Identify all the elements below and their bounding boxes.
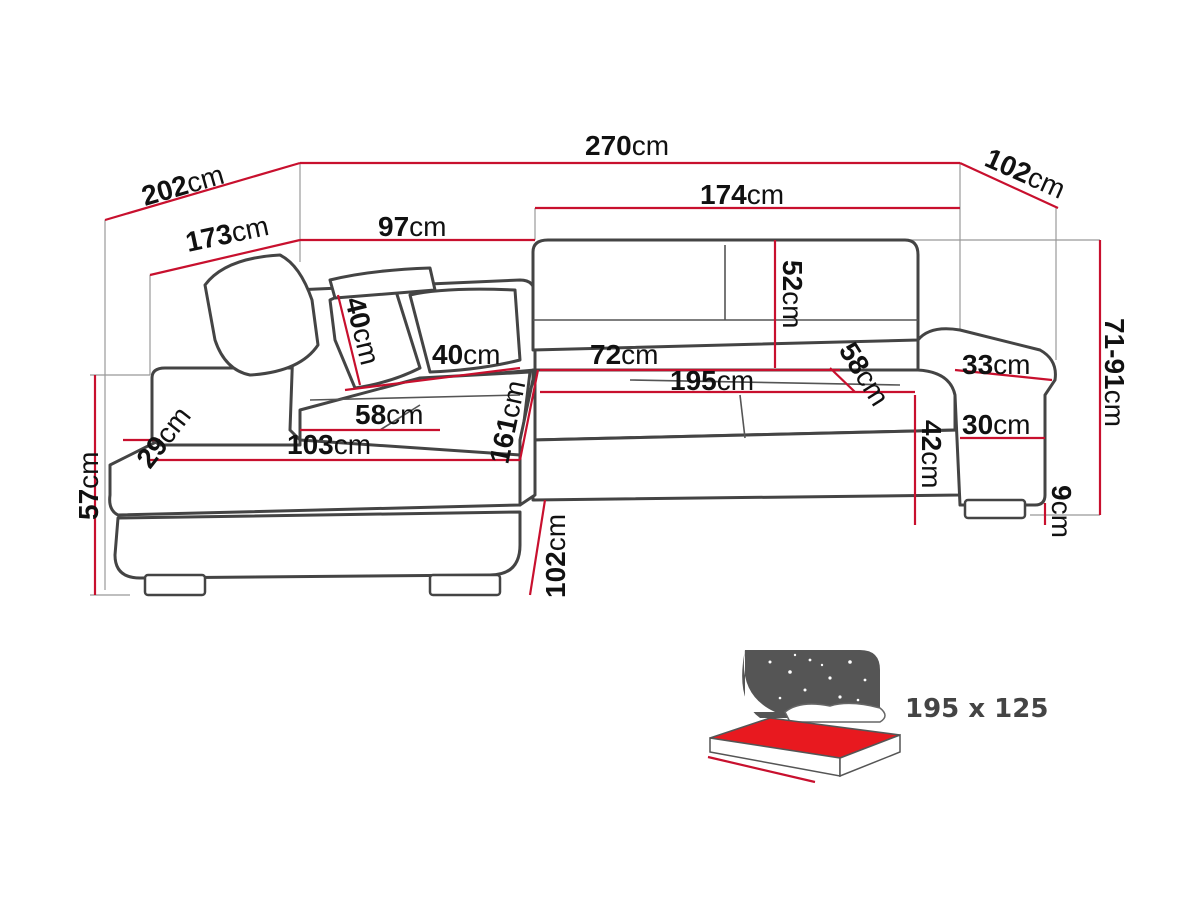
label-right-depth: 102cm [981,142,1070,205]
left-backrest [150,366,302,447]
bed-icon [707,650,901,784]
leg-middle [428,573,502,597]
headrest [203,253,320,377]
label-chaise-width: 102cm [540,514,571,598]
label-seat-width: 72cm [590,339,658,370]
label-total-height: 71-91cm [1099,318,1130,427]
label-arm-height: 33cm [962,349,1030,380]
sofa-drawing [108,238,1057,597]
pillows-icon [784,702,886,723]
label-corner-back: 97cm [378,211,446,242]
label-left-seat: 58cm [355,399,423,430]
label-right-back-height: 52cm [777,260,808,328]
label-leg-height: 9cm [1046,485,1077,538]
cushion-top [328,266,437,300]
label-seat-length: 195cm [670,365,754,396]
leg-right [963,498,1027,520]
bed-size-label: 195 x 125 [905,694,1048,724]
label-right-back: 174cm [700,179,784,210]
chaise-base [113,510,522,580]
extension-lines [90,163,1100,596]
label-seat-height: 42cm [916,420,947,488]
label-left-depth: 202cm [138,159,227,212]
night-sky-icon [742,650,880,718]
label-total-width: 270cm [585,130,669,161]
stars-icon [768,653,867,702]
leg-left [143,573,207,597]
right-armrest [916,327,1057,507]
dimension-lines [93,161,1102,596]
main-base [531,428,962,502]
label-cushion-small-width: 40cm [432,339,500,370]
label-left-inner: 173cm [183,210,272,258]
label-left-height: 57cm [73,452,104,520]
label-arm-width: 30cm [962,409,1030,440]
label-left-length: 103cm [287,429,371,460]
dimension-labels: 270cm 202cm 102cm 173cm 97cm 174cm 52cm … [73,130,1130,598]
